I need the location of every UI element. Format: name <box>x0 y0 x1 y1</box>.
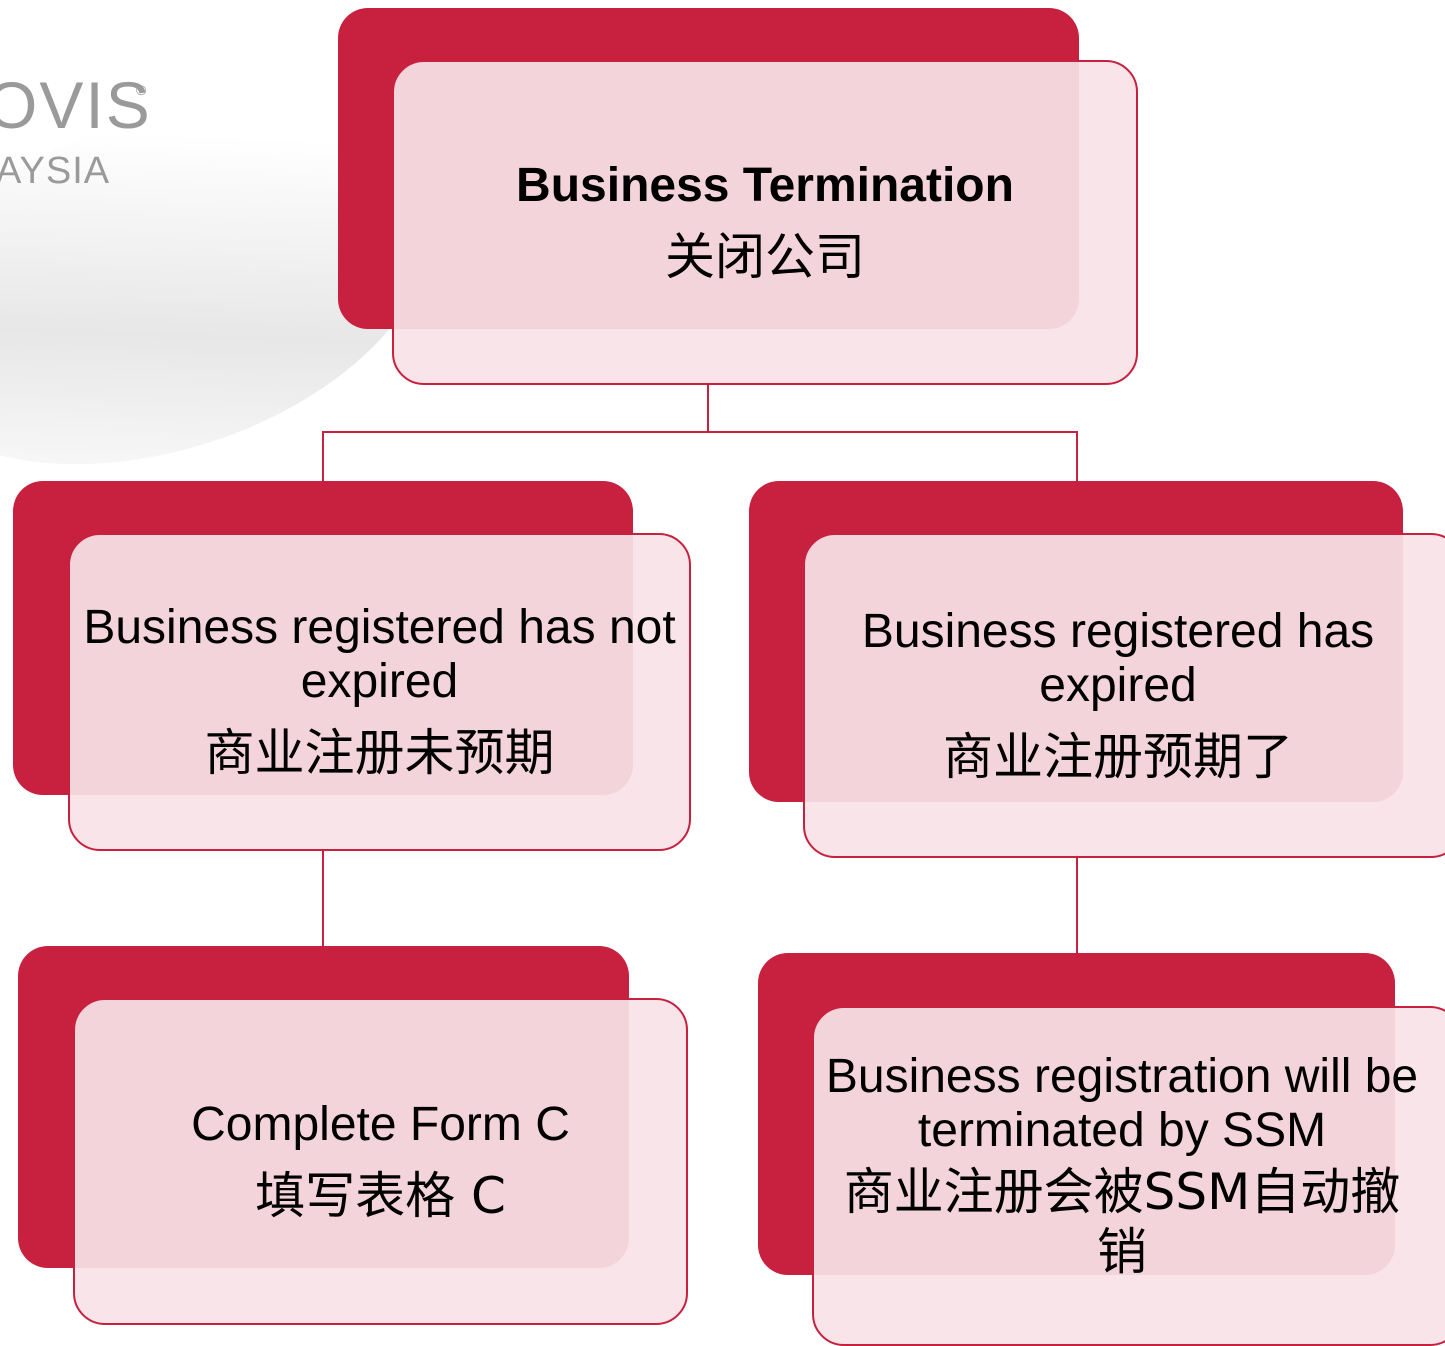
connector-right-down <box>1076 431 1078 481</box>
left-child-node-title: Complete Form C <box>191 1097 570 1151</box>
logo-registered-mark: ® <box>136 82 147 98</box>
right-child-node: Business registration will be terminated… <box>812 1006 1445 1346</box>
connector-right-to-child <box>1076 857 1078 953</box>
right-child-node-subtitle: 商业注册会被SSM自动撤销 <box>843 1163 1401 1281</box>
connector-left-to-child <box>322 850 324 946</box>
left-child-node: Complete Form C 填写表格 C <box>73 998 688 1325</box>
root-node-title: Business Termination <box>516 158 1014 212</box>
root-node: Business Termination 关闭公司 <box>392 60 1138 385</box>
left-node-title: Business registered has not expired <box>83 601 676 708</box>
right-node-title: Business registered has expired <box>861 604 1375 712</box>
logo: OVIS ® AYSIA <box>0 62 160 202</box>
left-child-node-subtitle: 填写表格 C <box>255 1166 506 1225</box>
connector-root-down <box>707 384 709 432</box>
right-node-subtitle: 商业注册预期了 <box>943 727 1293 786</box>
root-node-subtitle: 关闭公司 <box>665 227 865 286</box>
connector-left-down <box>322 431 324 481</box>
logo-wordmark: OVIS <box>0 68 152 142</box>
right-node: Business registered has expired 商业注册预期了 <box>803 533 1445 858</box>
left-node: Business registered has not expired 商业注册… <box>68 533 691 851</box>
connector-horizontal <box>322 431 1078 433</box>
right-child-node-title: Business registration will be terminated… <box>825 1050 1419 1157</box>
logo-subtitle: AYSIA <box>0 150 111 192</box>
left-node-subtitle: 商业注册未预期 <box>204 724 555 782</box>
